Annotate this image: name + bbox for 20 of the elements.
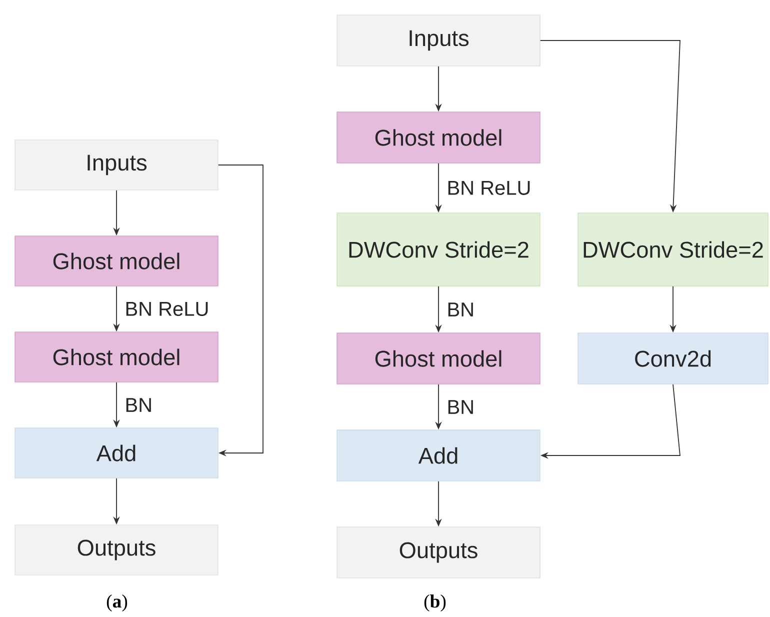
process-box: Ghost model: [336, 112, 540, 164]
process-box: DWConv Stride=2: [336, 212, 540, 286]
process-box: Add: [336, 430, 540, 482]
process-box: Conv2d: [578, 332, 768, 384]
panel-caption: (a): [106, 594, 128, 612]
edge-label: BN: [445, 301, 476, 318]
process-box: Add: [14, 428, 218, 478]
edge-label: BN: [123, 396, 154, 414]
process-box: Ghost model: [14, 332, 218, 382]
edge-label: BN ReLU: [123, 300, 211, 318]
edge-label: BN: [445, 398, 476, 416]
process-box: Ghost model: [336, 332, 540, 384]
io-box: Inputs: [336, 14, 540, 66]
edge-label: BN ReLU: [445, 180, 533, 196]
process-box: Ghost model: [14, 236, 218, 286]
io-box: Outputs: [14, 524, 218, 576]
io-box: Inputs: [14, 140, 218, 190]
arrow: [218, 164, 264, 456]
io-box: Outputs: [336, 526, 540, 578]
process-box: DWConv Stride=2: [578, 212, 768, 286]
